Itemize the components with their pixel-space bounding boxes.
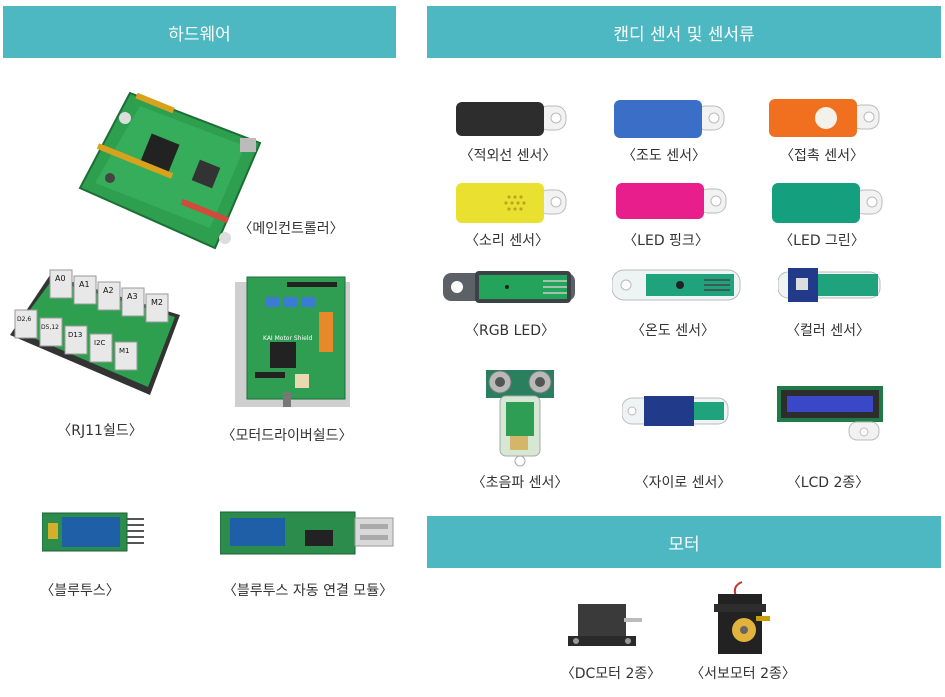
motor-shield-text: KAI Motor Shield [263,335,312,342]
rgb-led-label: 〈RGB LED〉 [464,323,556,339]
main-controller-label: 〈메인컨트롤러〉 [238,221,344,237]
bluetooth-auto-connect-label: 〈블루투스 자동 연결 모듈〉 [222,583,394,599]
touch-sensor-label: 〈접촉 센서〉 [780,148,864,164]
infrared-sensor-image [456,100,569,138]
sound-sensor-image [456,181,569,225]
dc-motor-label: 〈DC모터 2종〉 [560,666,662,682]
gyro-sensor-image [622,392,732,430]
dc-motor-image [568,602,644,654]
bluetooth-auto-connect-image [220,508,395,558]
rj11-port-label: D2,6 [17,316,31,323]
rj11-port-label: A2 [103,286,114,295]
rj11-port-label: A3 [127,292,138,301]
light-sensor-label: 〈조도 센서〉 [622,148,706,164]
led-green-label: 〈LED 그린〉 [779,233,865,249]
rj11-port-label: M1 [119,347,130,355]
motors-header: 모터 [427,516,941,568]
led-pink-label: 〈LED 핑크〉 [623,233,709,249]
touch-sensor-image [769,97,882,139]
lcd-label: 〈LCD 2종〉 [786,475,870,491]
rj11-port-label: D13 [68,331,82,339]
color-sensor-image [778,266,883,304]
rj11-port-label: I2C [94,339,106,347]
temperature-sensor-label: 〈온도 센서〉 [631,323,715,339]
lcd-image [777,386,887,442]
color-sensor-label: 〈컬러 센서〉 [786,323,870,339]
rj11-shield-label: 〈RJ11쉴드〉 [57,423,143,439]
motor-driver-shield-image: KAI Motor Shield [235,272,350,412]
bluetooth-label: 〈블루투스〉 [40,583,120,599]
sensors-header: 캔디 센서 및 센서류 [427,6,941,58]
gyro-sensor-label: 〈자이로 센서〉 [634,475,732,491]
rj11-port-label: A1 [79,280,90,289]
infrared-sensor-label: 〈적외선 센서〉 [459,148,557,164]
bluetooth-image [42,511,144,553]
ultrasonic-sensor-image [482,368,558,470]
hardware-header: 하드웨어 [3,6,396,58]
temperature-sensor-image [612,266,742,304]
rj11-port-label: D5,12 [41,324,59,331]
motor-driver-shield-label: 〈모터드라이버쉴드〉 [221,428,353,444]
rj11-port-label: M2 [151,298,163,307]
main-controller-image [75,88,265,253]
light-sensor-image [614,98,727,140]
servo-motor-label: 〈서보모터 2종〉 [690,666,796,682]
sound-sensor-label: 〈소리 센서〉 [465,233,549,249]
ultrasonic-sensor-label: 〈초음파 센서〉 [471,475,569,491]
rgb-led-image [443,267,575,307]
led-pink-image [616,181,729,221]
servo-motor-image [712,580,774,658]
rj11-port-label: A0 [55,274,66,283]
rj11-shield-image: A0 A1 A2 A3 M2 D2,6 D5,12 D13 I2C M1 [10,265,180,405]
led-green-image [772,181,885,225]
